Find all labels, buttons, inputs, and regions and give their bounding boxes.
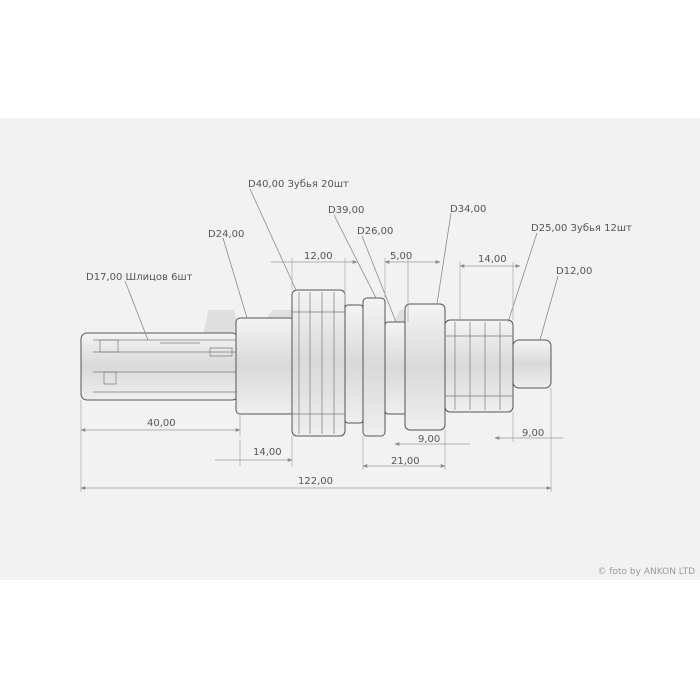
tip-d12 [512,339,552,389]
step-d39 [344,304,364,424]
dim-overall-122: 122,00 [298,476,333,487]
dim-top-5: 5,00 [390,251,412,262]
dim-bottom-9-left: 9,00 [418,434,440,445]
label-d26: D26,00 [357,226,393,237]
dim-top-14: 14,00 [478,254,507,265]
label-d12: D12,00 [556,266,592,277]
shaft-part [80,289,552,437]
dim-bottom-14: 14,00 [253,447,282,458]
collar-d34 [404,303,446,431]
dim-bottom-9-right: 9,00 [522,428,544,439]
label-d40-teeth: D40,00 Зубья 20шт [248,179,349,190]
splined-section [80,332,239,401]
dim-top-12: 12,00 [304,251,333,262]
collar-d24 [235,317,295,415]
label-d17-splines: D17,00 Шлицов 6шт [86,272,193,283]
dim-bottom-21: 21,00 [391,456,420,467]
extension-lines [80,258,552,492]
disk-d39 [362,297,386,437]
neck-d26 [384,321,408,415]
label-d39: D39,00 [328,205,364,216]
label-d34: D34,00 [450,204,486,215]
dim-bottom-40: 40,00 [147,418,176,429]
label-d24: D24,00 [208,229,244,240]
label-d25-teeth: D25,00 Зубья 12шт [531,223,632,234]
photo-credit: © foto by ANKON LTD [597,567,695,577]
dimension-lines [80,260,563,490]
